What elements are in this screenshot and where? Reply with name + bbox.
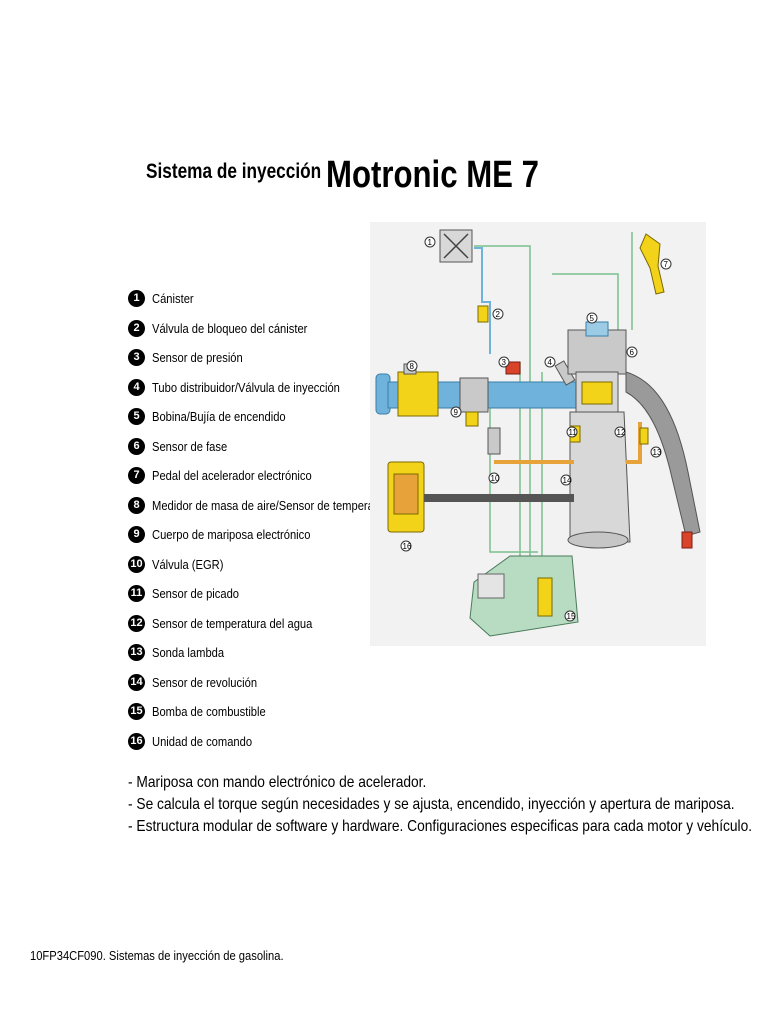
legend-number: 16 xyxy=(128,732,145,750)
vacuum-line xyxy=(474,247,491,354)
coolant-temp-sensor-component xyxy=(639,427,649,445)
exhaust-pipe xyxy=(625,371,701,537)
legend-number: 9 xyxy=(128,526,145,543)
legend-number: 6 xyxy=(128,437,145,455)
legend-label: Sensor de temperatura del agua xyxy=(152,615,313,631)
note-line: - Mariposa con mando electrónico de acel… xyxy=(128,774,427,791)
egr-valve-component xyxy=(487,427,501,455)
legend-number: 4 xyxy=(128,378,145,396)
callout-label: 5 xyxy=(590,314,595,323)
legend-number: 2 xyxy=(128,319,145,337)
legend-label: Cuerpo de mariposa electrónico xyxy=(152,527,311,542)
legend-label: Tubo distribuidor/Válvula de inyección xyxy=(152,379,340,395)
legend-number: 3 xyxy=(128,349,145,366)
callout-label: 6 xyxy=(630,348,635,357)
legend-label: Sonda lambda xyxy=(152,645,225,660)
callout-label: 12 xyxy=(617,428,626,437)
title-subtitle: Sistema de inyección xyxy=(146,160,322,183)
canister-valve-component xyxy=(477,305,489,323)
legend-label: Válvula de bloqueo del cánister xyxy=(152,320,308,336)
legend-label: Bomba de combustible xyxy=(152,704,266,719)
legend-label: Sensor de revolución xyxy=(152,674,258,690)
note-line: - Se calcula el torque según necesidades… xyxy=(128,796,735,813)
callout-label: 11 xyxy=(569,428,578,437)
callout-label: 8 xyxy=(410,362,415,371)
diagram-callouts: 1 2 3 4 5 6 7 8 9 10 11 12 13 14 15 16 xyxy=(400,236,672,622)
callout-label: 9 xyxy=(454,408,459,417)
callout-label: 3 xyxy=(502,358,507,367)
injection-system-diagram: 1 2 3 4 5 6 7 8 9 10 11 12 13 14 15 16 xyxy=(370,222,706,646)
callout-label: 10 xyxy=(491,474,500,483)
accelerator-pedal-component xyxy=(639,233,665,295)
canister-component xyxy=(439,229,473,263)
legend-number: 11 xyxy=(128,585,145,602)
legend-number: 15 xyxy=(128,703,145,720)
callout-label: 4 xyxy=(548,358,553,367)
air-mass-meter-component xyxy=(397,363,439,417)
lambda-sensor-component xyxy=(681,531,693,549)
legend-label: Sensor de picado xyxy=(152,586,240,601)
legend-label: Unidad de comando xyxy=(152,733,253,749)
legend-label: Válvula (EGR) xyxy=(152,556,224,572)
legend-number: 12 xyxy=(128,614,145,632)
fuel-tank-component xyxy=(469,555,579,637)
legend-number: 10 xyxy=(128,555,145,573)
legend-number: 14 xyxy=(128,673,145,691)
callout-label: 7 xyxy=(664,260,669,269)
pressure-sensor-component xyxy=(505,361,521,375)
legend-label: Sensor de fase xyxy=(152,438,228,454)
callout-label: 1 xyxy=(428,238,433,247)
legend-number: 7 xyxy=(128,467,145,484)
legend-label: Pedal del acelerador electrónico xyxy=(152,468,312,483)
legend-number: 13 xyxy=(128,644,145,661)
title-main: Motronic ME 7 xyxy=(326,154,539,196)
legend-number: 1 xyxy=(128,290,145,307)
callout-label: 13 xyxy=(653,448,662,457)
callout-label: 2 xyxy=(496,310,501,319)
legend-label: Cánister xyxy=(152,291,194,306)
ignition-coil-component xyxy=(585,321,609,337)
throttle-body-component xyxy=(459,377,489,427)
page-footer: 10FP34CF090. Sistemas de inyección de ga… xyxy=(30,948,284,963)
legend-label: Bobina/Bujía de encendido xyxy=(152,409,286,424)
callout-label: 16 xyxy=(403,542,412,551)
ecu-component xyxy=(387,461,574,533)
legend-number: 5 xyxy=(128,408,145,425)
notes-list: - Mariposa con mando electrónico de acel… xyxy=(128,772,768,838)
callout-label: 14 xyxy=(563,476,572,485)
page-title: Sistema de inyección Motronic ME 7 xyxy=(146,154,539,196)
legend-label: Medidor de masa de aire/Sensor de temper… xyxy=(152,497,394,513)
note-line: - Estructura modular de software y hardw… xyxy=(128,818,753,835)
engine-block xyxy=(567,329,631,549)
callout-label: 15 xyxy=(567,612,576,621)
legend-label: Sensor de presión xyxy=(152,350,243,365)
legend-number: 8 xyxy=(128,496,145,514)
